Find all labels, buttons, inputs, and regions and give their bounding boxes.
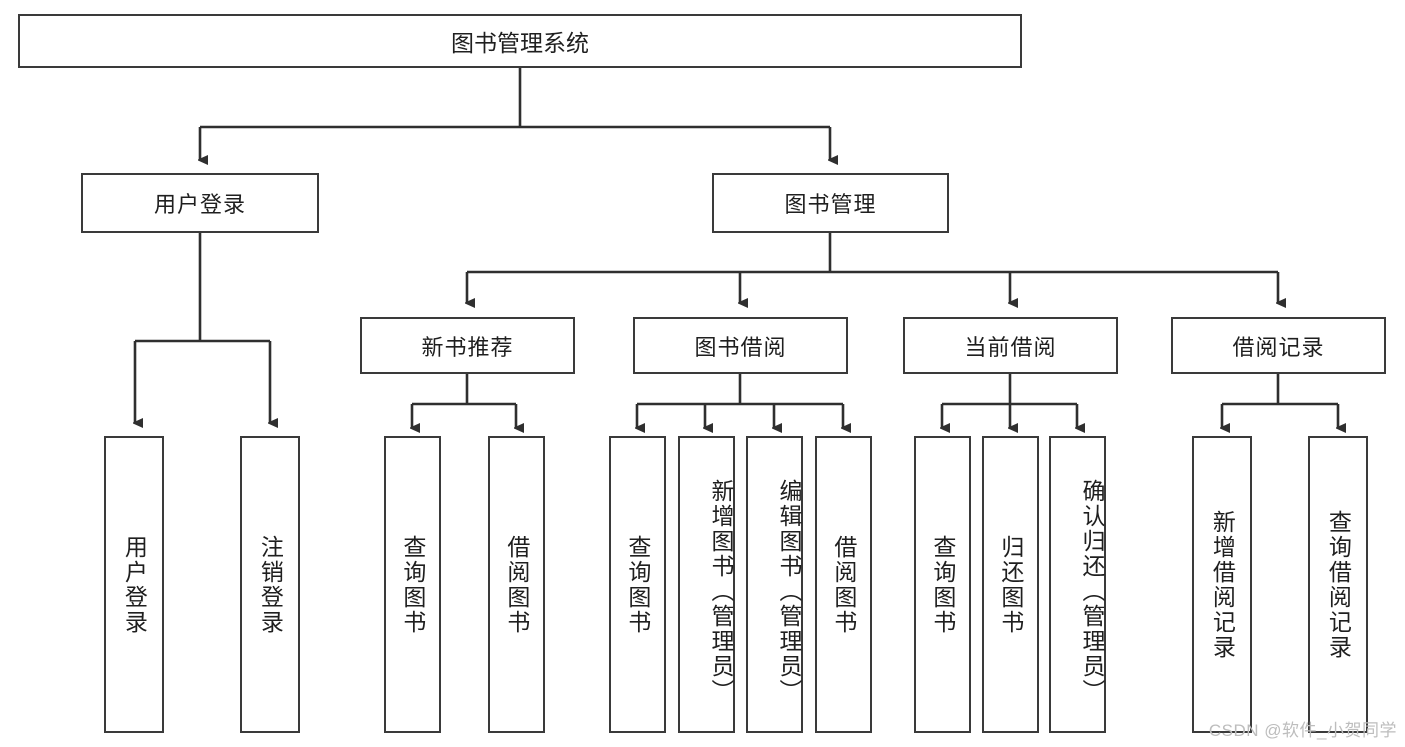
node-leaf-edit-book[interactable]: 编辑图书（管理员）: [746, 436, 803, 733]
node-label: 借阅图书: [503, 534, 530, 635]
watermark: CSDN @软件_小贺同学: [1208, 721, 1397, 740]
node-borrow-record[interactable]: 借阅记录: [1171, 317, 1386, 374]
node-leaf-add-book[interactable]: 新增图书（管理员）: [678, 436, 735, 733]
node-leaf-logout[interactable]: 注销登录: [240, 436, 300, 733]
node-label: 借阅记录: [1232, 334, 1325, 360]
node-user-login[interactable]: 用户登录: [81, 173, 319, 233]
node-leaf-confirm-return[interactable]: 确认归还（管理员）: [1049, 436, 1106, 733]
node-leaf-query-book-2[interactable]: 查询图书: [609, 436, 666, 733]
node-label: 借阅图书: [830, 534, 857, 635]
node-label: 查询图书: [929, 534, 956, 635]
node-label: 归还图书: [997, 534, 1024, 635]
node-label: 确认归还（管理员）: [1079, 479, 1105, 704]
node-leaf-return-book[interactable]: 归还图书: [982, 436, 1039, 733]
node-label: 查询图书: [399, 534, 426, 635]
node-label: 图书管理系统: [451, 30, 589, 56]
node-label: 用户登录: [121, 534, 148, 635]
node-label: 查询图书: [624, 534, 651, 635]
node-label: 新增借阅记录: [1209, 509, 1236, 660]
node-current-borrow[interactable]: 当前借阅: [903, 317, 1118, 374]
node-label: 当前借阅: [964, 334, 1057, 360]
node-label: 新书推荐: [421, 334, 514, 360]
node-book-manage[interactable]: 图书管理: [712, 173, 949, 233]
node-root[interactable]: 图书管理系统: [18, 14, 1022, 68]
node-label: 图书借阅: [694, 334, 787, 360]
node-label: 用户登录: [153, 192, 246, 217]
node-new-book-recommend[interactable]: 新书推荐: [360, 317, 575, 374]
node-leaf-add-record[interactable]: 新增借阅记录: [1192, 436, 1252, 733]
node-label: 图书管理: [784, 192, 877, 217]
node-label: 新增图书（管理员）: [708, 479, 734, 704]
node-book-borrow[interactable]: 图书借阅: [633, 317, 848, 374]
node-label: 查询借阅记录: [1325, 509, 1352, 660]
node-leaf-borrow-book-1[interactable]: 借阅图书: [488, 436, 545, 733]
node-leaf-query-book-3[interactable]: 查询图书: [914, 436, 971, 733]
node-label: 编辑图书（管理员）: [776, 479, 802, 704]
node-leaf-borrow-book-2[interactable]: 借阅图书: [815, 436, 872, 733]
node-leaf-user-login[interactable]: 用户登录: [104, 436, 164, 733]
node-leaf-query-book-1[interactable]: 查询图书: [384, 436, 441, 733]
node-label: 注销登录: [257, 534, 284, 635]
node-leaf-query-record[interactable]: 查询借阅记录: [1308, 436, 1368, 733]
